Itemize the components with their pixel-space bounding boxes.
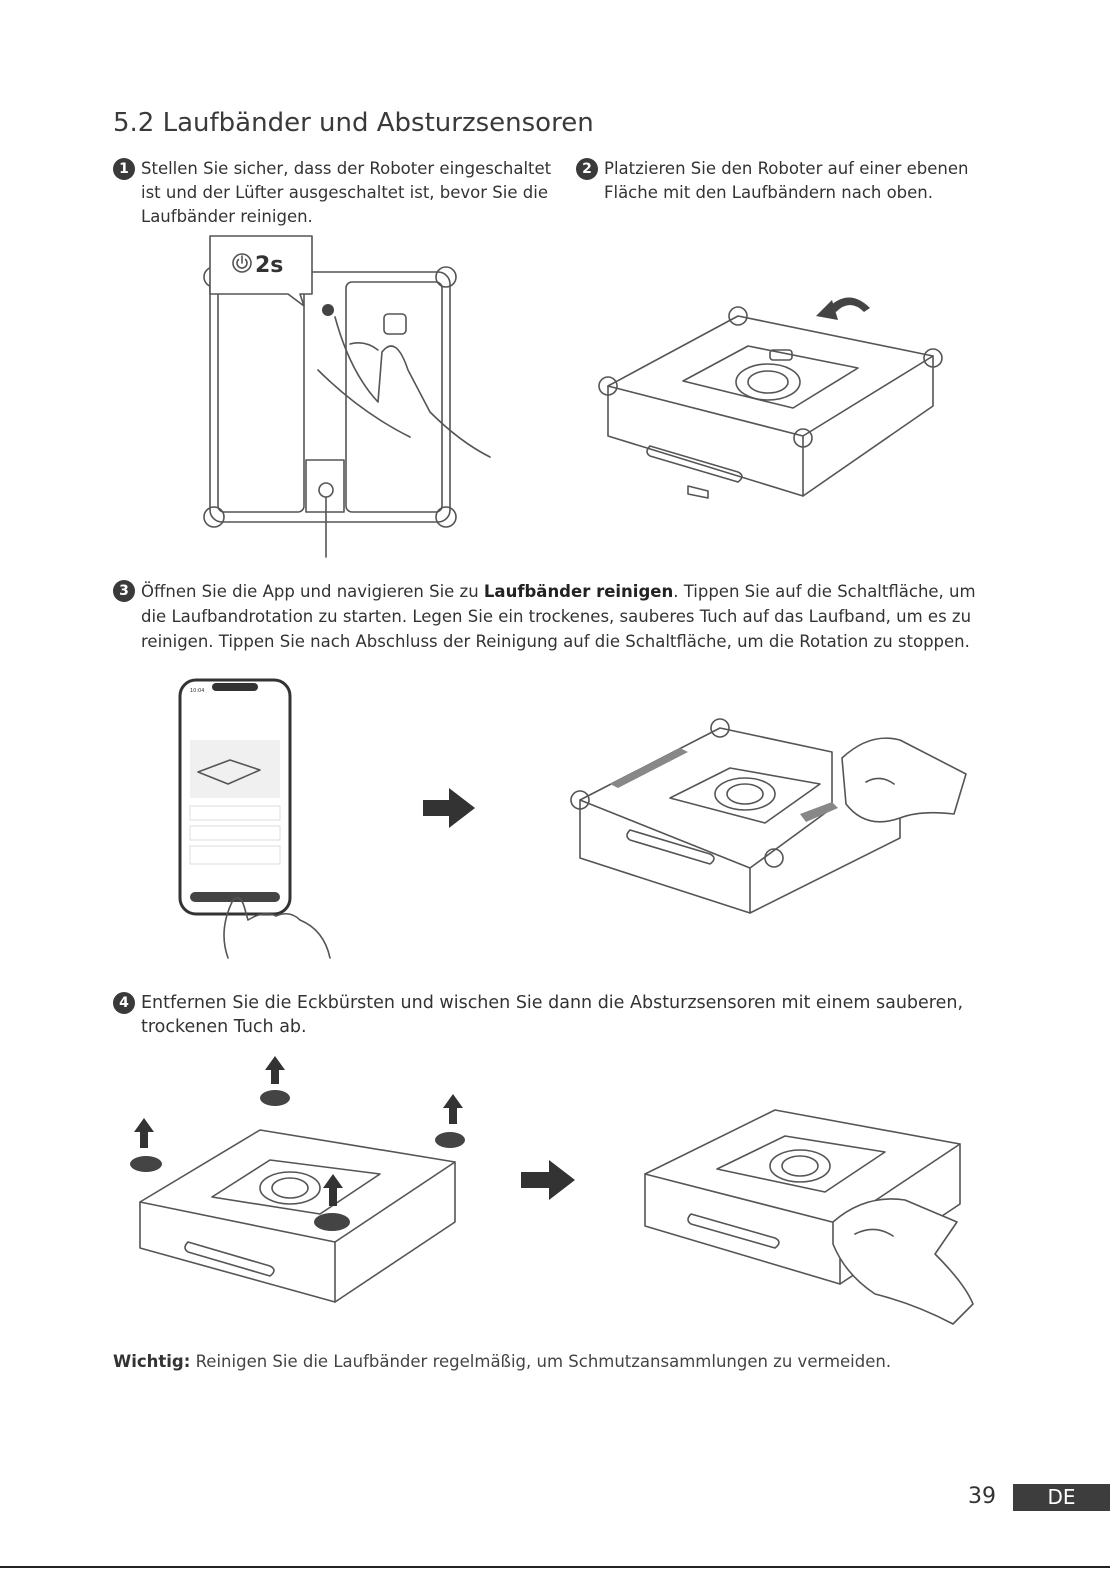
note-label: Wichtig: [113, 1352, 191, 1371]
step-text: Entfernen Sie die Eckbürsten und wischen… [141, 993, 964, 1037]
step-1: 1 Stellen Sie sicher, dass der Roboter e… [113, 157, 553, 229]
step-3: 3 Öffnen Sie die App und navigieren Sie … [113, 579, 993, 654]
step-number-badge: 1 [113, 158, 135, 180]
step-2: 2 Platzieren Sie den Roboter auf einer e… [576, 157, 996, 205]
phone-clock: 10:04 [190, 688, 204, 694]
track-wipe-illustration [570, 718, 967, 914]
step-text: Platzieren Sie den Roboter auf einer ebe… [604, 159, 969, 202]
step-number-badge: 2 [576, 158, 598, 180]
brush-removal-illustration [130, 1056, 465, 1303]
footer-rule [0, 1566, 1110, 1568]
step-number-badge: 4 [113, 992, 135, 1014]
curved-arrow-icon [816, 297, 870, 320]
note-text: Reinigen Sie die Laufbänder regelmäßig, … [190, 1352, 892, 1371]
right-arrow-icon [423, 788, 475, 828]
page-number: 39 [968, 1484, 996, 1509]
right-arrow-icon [521, 1160, 575, 1200]
press-duration-label: 2s [255, 253, 283, 278]
step-text: Stellen Sie sicher, dass der Roboter ein… [141, 159, 552, 226]
section-title: 5.2 Laufbänder und Absturzsensoren [113, 108, 594, 138]
sensor-wipe-illustration [644, 1109, 974, 1325]
phone-app-illustration: 10:04 [178, 678, 331, 959]
up-arrow-icon [134, 1056, 463, 1206]
important-note: Wichtig: Reinigen Sie die Laufbänder reg… [113, 1352, 891, 1371]
robot-flipped-illustration [598, 297, 943, 499]
step-4: 4 Entfernen Sie die Eckbürsten und wisch… [113, 991, 1003, 1039]
power-button-illustration: 2s [203, 235, 491, 558]
app-menu-name: Laufbänder reinigen [483, 582, 674, 601]
step-number-badge: 3 [113, 580, 135, 602]
power-icon [232, 253, 252, 273]
step-text: Öffnen Sie die App und navigieren Sie zu… [141, 582, 976, 651]
language-tab: DE [1013, 1484, 1110, 1511]
